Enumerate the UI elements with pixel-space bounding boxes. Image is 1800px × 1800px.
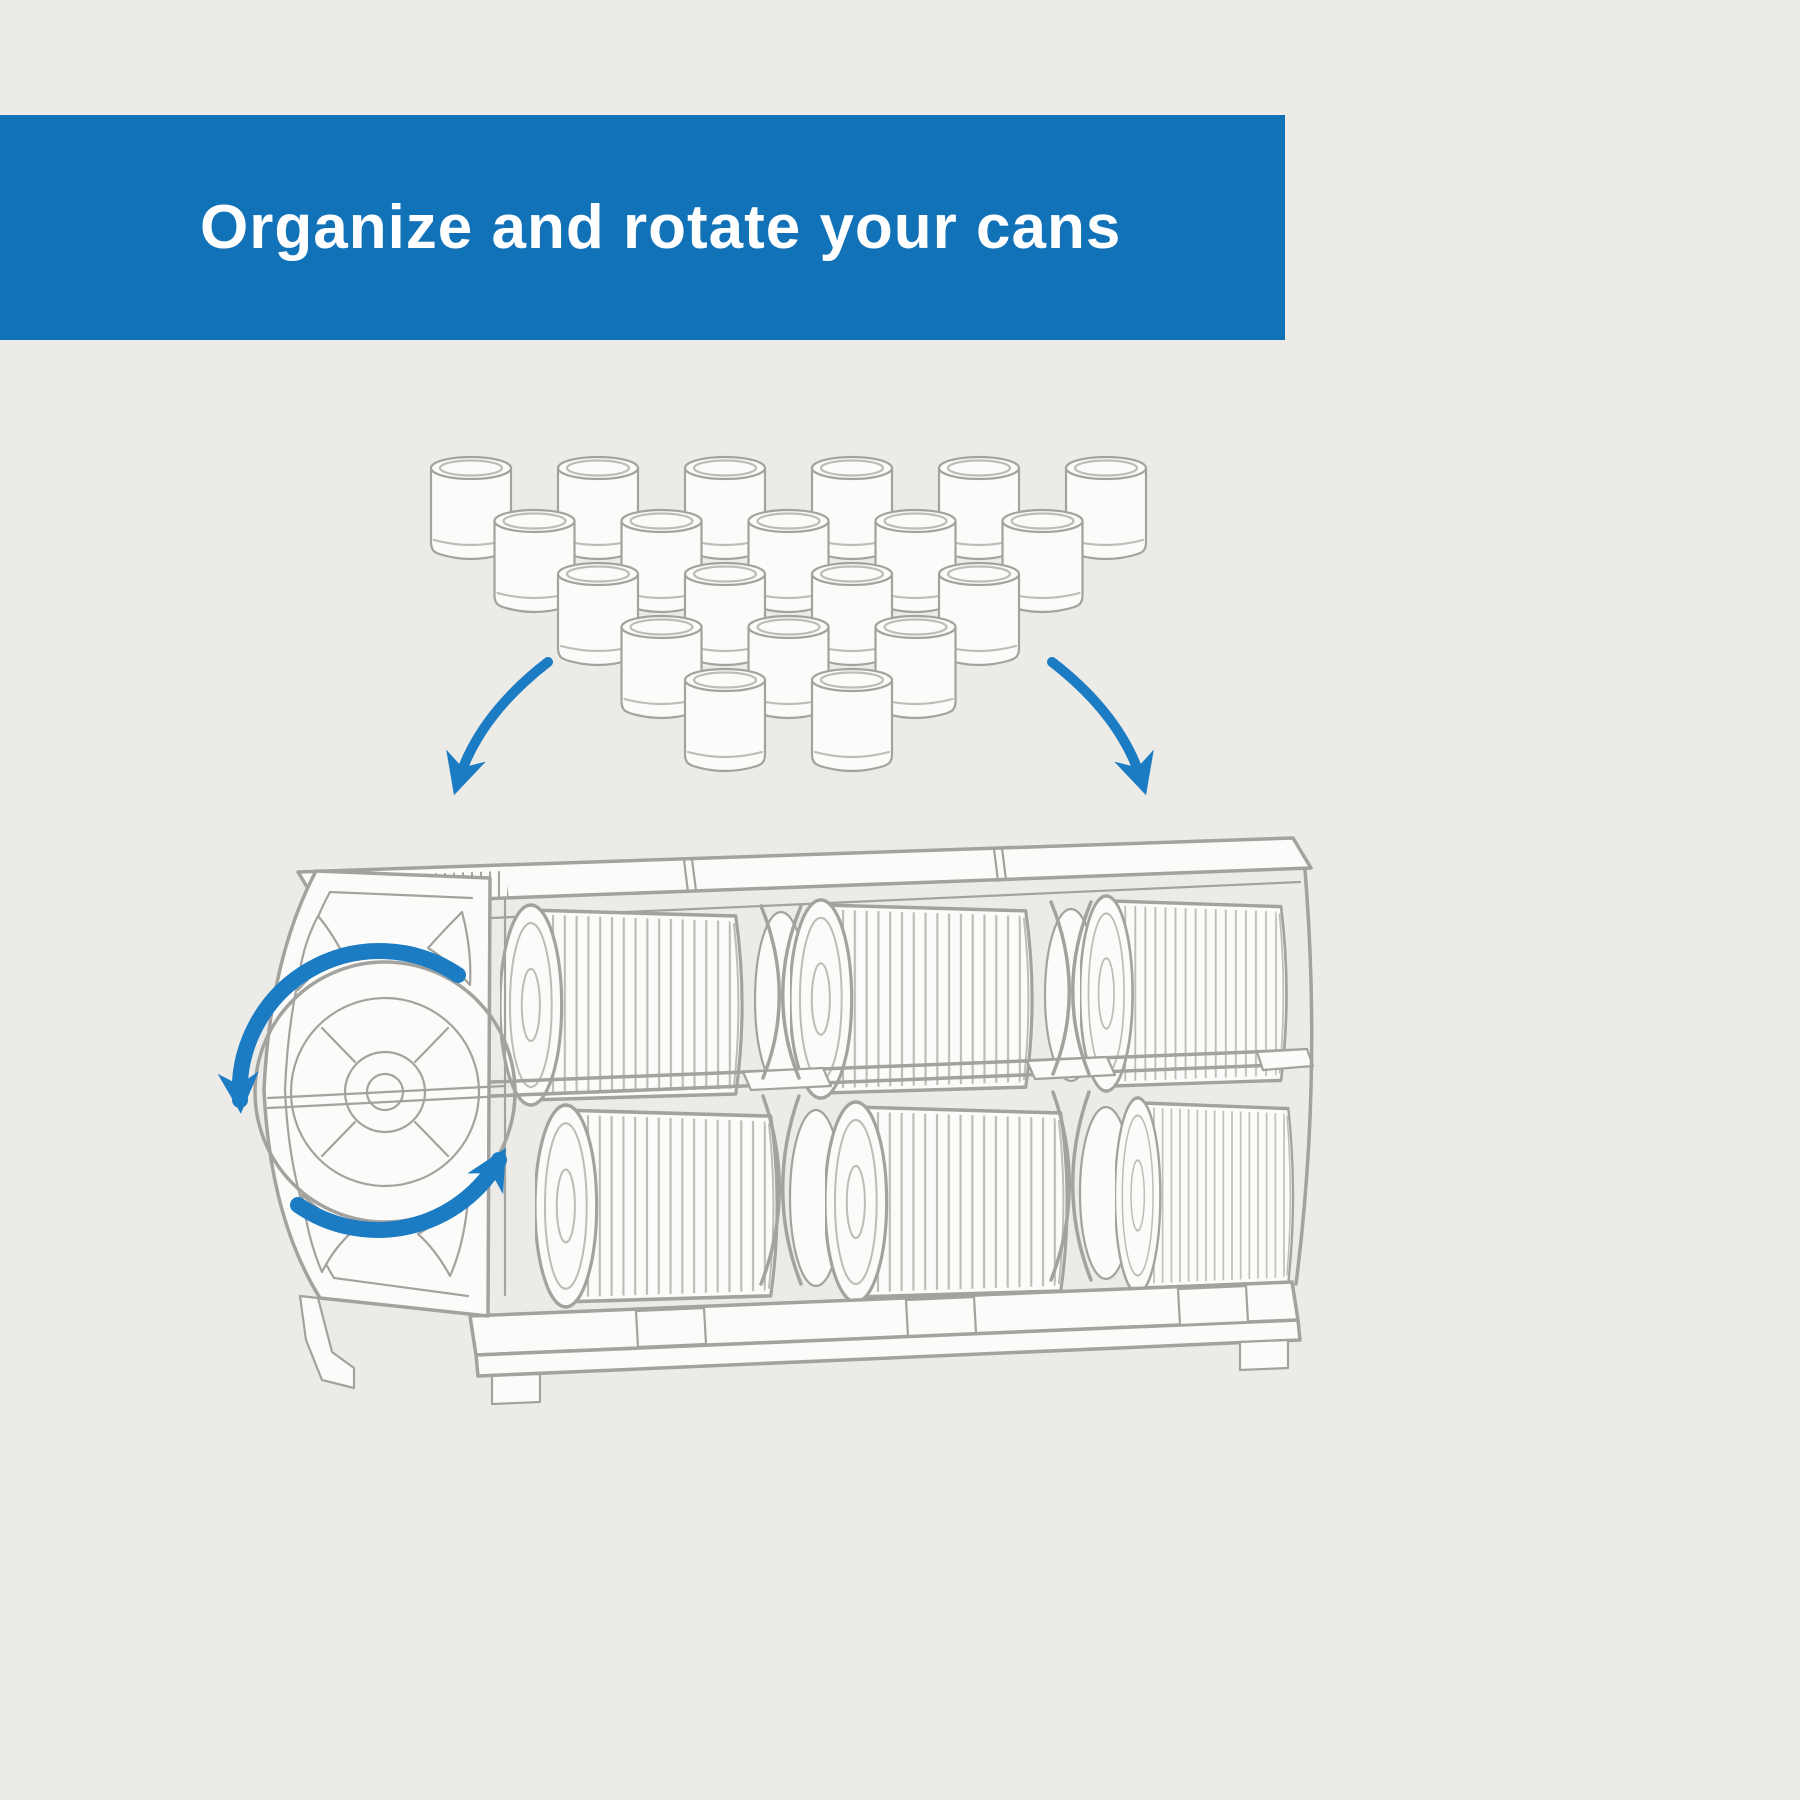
organizer-end-cap [253,869,517,1318]
organizer-base [298,1280,1302,1406]
stored-can [1115,1096,1295,1295]
loose-can [810,667,894,773]
shelf-tab [1025,1055,1117,1081]
rotation-arrows-icon [217,943,507,1238]
title-banner: Organize and rotate your cans [0,115,1285,340]
shelf-tab [741,1066,833,1092]
shelf-tab [1255,1047,1315,1072]
organizer-middle-shelf [490,1048,1304,1098]
loose-cans-cluster [429,455,1148,773]
stored-can [1080,894,1289,1093]
can-organizer-illustration [217,836,1315,1406]
banner-title: Organize and rotate your cans [200,193,1122,262]
loose-can [683,667,767,773]
stored-can [535,1103,779,1309]
left-down-arrow-icon [446,657,553,796]
right-down-arrow-icon [1047,657,1154,796]
stored-can [825,1100,1069,1304]
frame-right-end [1294,868,1314,1286]
